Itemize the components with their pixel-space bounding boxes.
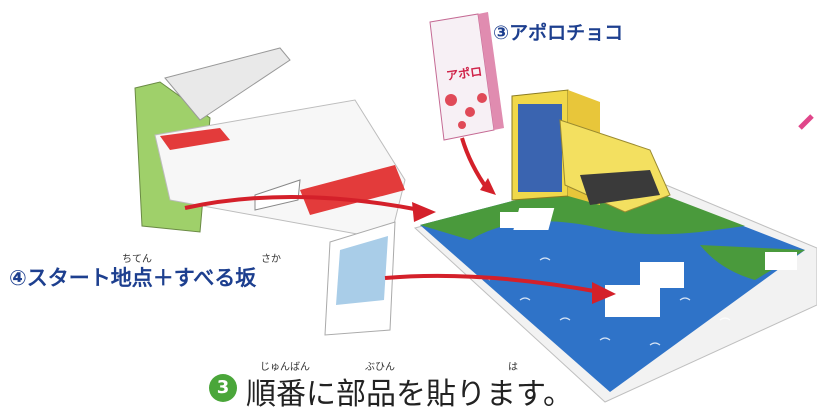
furigana-junban: じゅんばん <box>260 362 310 373</box>
arrow-heads <box>412 178 616 304</box>
start-slope-structure <box>134 47 406 336</box>
candy-box-station <box>511 89 671 213</box>
furigana-ha: は <box>508 362 518 373</box>
decor-pink-mark <box>798 114 814 130</box>
step-number-badge: 3 <box>209 374 237 402</box>
apollo-brand-text: アポロ <box>445 63 483 83</box>
furigana-saka: さか <box>261 254 281 265</box>
step-instruction: 順番に部品を貼ります。 <box>246 377 573 412</box>
furigana-buhin: ぶひん <box>365 362 395 373</box>
apollo-label: ③アポロチョコ <box>493 22 624 44</box>
furigana-chiten: ちてん <box>122 254 152 265</box>
apollo-chocolate-box: アポロ <box>429 12 504 141</box>
game-mat <box>413 169 817 403</box>
start-slope-label: ④スタート地点＋すべる坂 <box>9 266 257 290</box>
